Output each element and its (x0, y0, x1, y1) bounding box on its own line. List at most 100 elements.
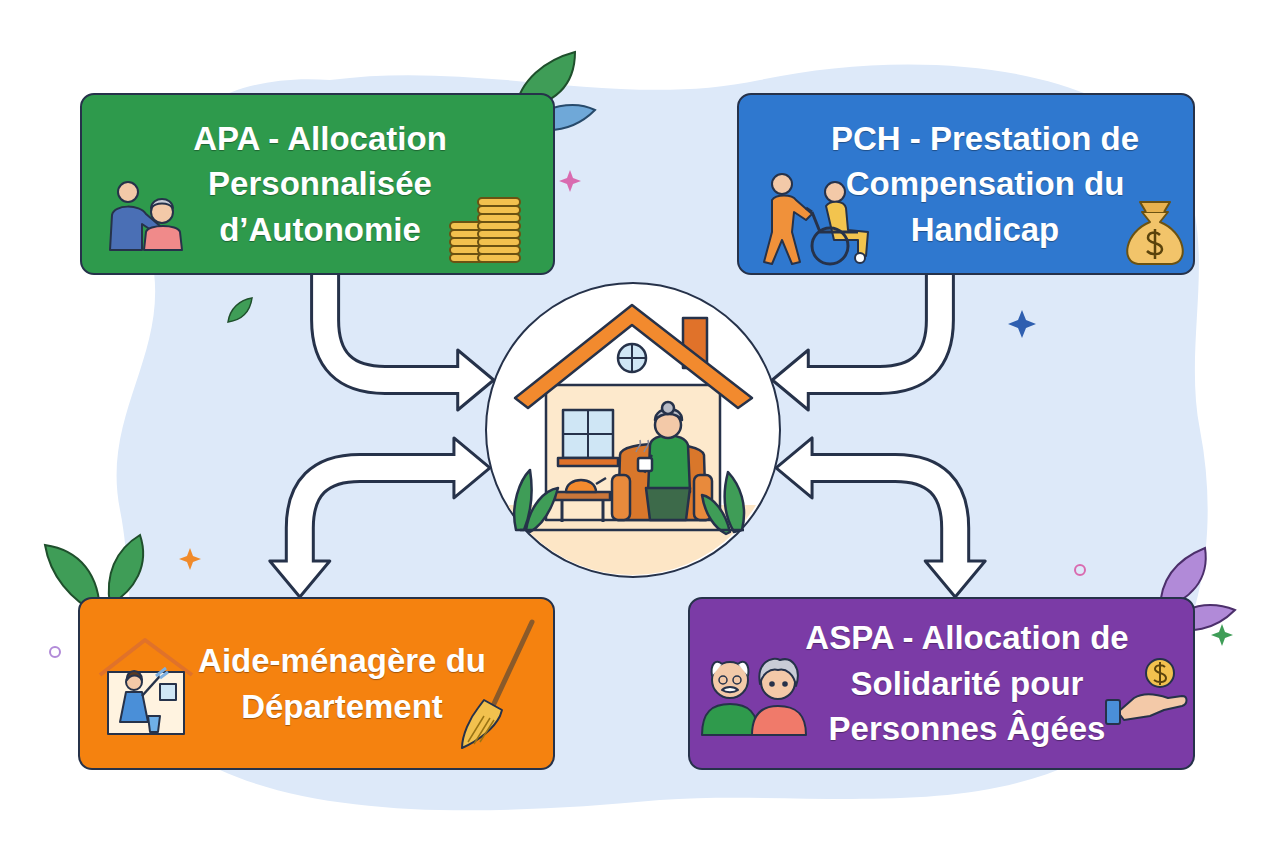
coin-hand-icon-part (1118, 694, 1187, 720)
arrow-head (454, 438, 490, 498)
coins-icon-part (450, 246, 492, 254)
coin-hand-icon-part (1154, 662, 1166, 685)
care-icon-part (118, 182, 138, 202)
house-scene-part (643, 455, 652, 472)
coins-icon-part (478, 214, 520, 222)
home-help-icon-part (160, 684, 176, 700)
house-scene-part (648, 435, 690, 492)
money-bag-icon-part (1127, 212, 1183, 264)
house-scene-part (562, 500, 603, 522)
elderly-couple-icon-part (770, 682, 774, 686)
elderly-couple-icon-part (719, 676, 727, 684)
connector-arrow (772, 275, 940, 410)
coins-icon-part (478, 206, 520, 214)
home-help-icon (100, 640, 192, 734)
house-scene-part (563, 410, 613, 458)
elderly-couple-icon-part (712, 662, 749, 676)
house-scene-part (694, 475, 712, 520)
coins-icon-part (478, 230, 520, 238)
house-scene-part (646, 488, 690, 520)
care-icon-part (110, 207, 160, 250)
leaf-cluster-part (109, 535, 143, 605)
wheelchair-icon-part (855, 253, 865, 263)
broom-icon-part (462, 700, 502, 748)
house-scene (480, 305, 790, 585)
arrow-head (270, 561, 330, 597)
text-group: APA - Allocation Personnalisée d’Autonom… (160, 116, 480, 253)
elderly-couple-icon-part (752, 706, 806, 735)
coin-hand-icon-part (1106, 700, 1120, 724)
house-scene-part (636, 440, 649, 452)
house-scene-part (558, 458, 618, 466)
background-blob (117, 64, 1208, 810)
money-bag-icon (1127, 202, 1183, 264)
coins-icon-part (478, 246, 520, 254)
elderly-couple-icon-part (783, 682, 787, 686)
wheelchair-icon-part (825, 182, 845, 202)
elderly-couple-icon-part (722, 687, 738, 692)
broom-icon-part (468, 716, 494, 744)
home-circle (485, 282, 781, 578)
coins-icon-part (450, 230, 492, 238)
coins-icon-part (450, 222, 492, 230)
coins-icon-part (478, 254, 520, 262)
benefit-box: PCH - Prestation de Compensation du Hand… (737, 93, 1195, 275)
arrow-body (803, 275, 940, 380)
elderly-couple-icon-part (712, 662, 748, 698)
arrow-body (807, 468, 955, 566)
broom-icon (462, 622, 532, 748)
arrow-outline (300, 468, 459, 566)
benefit-box: ASPA - Allocation de Solidarité pour Per… (688, 597, 1195, 770)
coin-hand-icon (1106, 659, 1187, 724)
elderly-couple-icon-part (702, 704, 758, 735)
text-group: Aide-ménagère du Département (197, 638, 487, 729)
house-scene-part (566, 480, 596, 492)
connector-arrow (270, 438, 490, 597)
arrow-outline (803, 275, 940, 380)
text-group: ASPA - Allocation de Solidarité pour Per… (792, 615, 1142, 752)
arrow-body (300, 468, 459, 566)
text-group: PCH - Prestation de Compensation du Hand… (800, 116, 1170, 253)
house-scene-part (618, 344, 646, 372)
elderly-couple-icon-part (761, 665, 795, 699)
house-scene-part (618, 444, 706, 520)
house-scene-part (515, 305, 752, 408)
box-label: ASPA - Allocation de Solidarité pour Per… (792, 615, 1142, 752)
benefit-box: APA - Allocation Personnalisée d’Autonom… (80, 93, 555, 275)
arrow-head (925, 561, 985, 597)
box-label: Aide-ménagère du Département (197, 638, 487, 729)
wheelchair-icon (764, 174, 868, 264)
care-icon-part (144, 226, 182, 250)
sparkle (559, 170, 581, 192)
arrow-body (325, 275, 463, 380)
house-scene-part (725, 472, 744, 532)
house-scene-part (555, 492, 610, 500)
care-icon-part (151, 201, 173, 223)
elderly-couple-icon-part (733, 676, 741, 684)
house-scene-part (662, 402, 674, 414)
arrow-outline (325, 275, 463, 380)
money-bag-icon-part (1140, 202, 1170, 212)
broom-icon-part (492, 622, 532, 708)
coin-hand-icon-part (1146, 659, 1174, 687)
house-scene-part (520, 529, 744, 532)
house-scene-part (655, 409, 682, 420)
wheelchair-icon-part (826, 202, 868, 256)
coins-icon-part (478, 238, 520, 246)
home-help-icon-part (156, 668, 168, 678)
service-box: Aide-ménagère du Département (78, 597, 555, 770)
elderly-couple-icon-part (759, 659, 797, 686)
house-scene-part (480, 505, 790, 585)
connector-arrow (776, 438, 985, 597)
home-help-icon-part (142, 676, 160, 696)
house-scene-part-part (480, 505, 790, 585)
house-scene-part (618, 344, 646, 372)
house-scene-part (563, 410, 613, 458)
money-bag-icon-part (1147, 229, 1162, 259)
dot (50, 647, 60, 657)
connector-arrow (325, 275, 494, 410)
house-scene-part (526, 488, 558, 532)
wheelchair-icon-part (772, 174, 792, 194)
home-help-icon-part (148, 716, 160, 732)
